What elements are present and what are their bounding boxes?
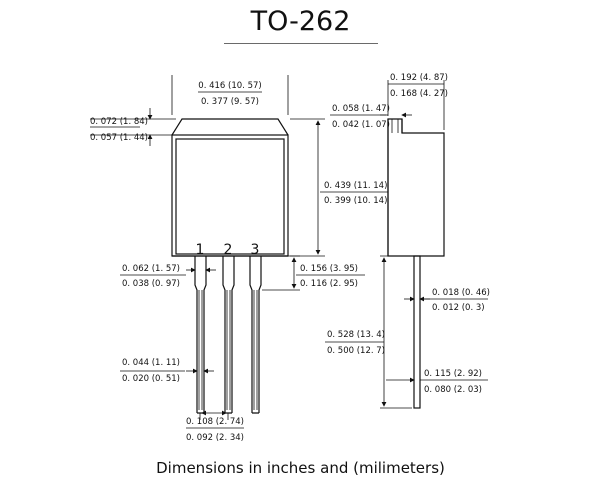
dim-lead-length	[325, 255, 412, 409]
dim-body-height-min: 0. 399 (10. 14)	[324, 196, 387, 206]
dim-lead-bottom-max: 0. 115 (2. 92)	[424, 369, 482, 379]
dim-lead-thickness-max: 0. 018 (0. 46)	[432, 288, 490, 298]
dim-body-width-min: 0. 377 (9. 57)	[201, 97, 259, 107]
pin-label-3: 3	[251, 242, 260, 258]
dim-body-width-max: 0. 416 (10. 57)	[198, 81, 261, 91]
dim-lead-bottom-min: 0. 080 (2. 03)	[424, 385, 482, 395]
dim-pitch-max: 0. 108 (2. 74)	[186, 417, 244, 427]
side-body-outline	[387, 118, 445, 257]
dim-lead-top-width-min: 0. 038 (0. 97)	[122, 279, 180, 289]
front-tab-outline	[171, 118, 289, 136]
front-body-inner	[175, 138, 285, 255]
dim-standoff-min: 0. 116 (2. 95)	[300, 279, 358, 289]
dim-body-height-max: 0. 439 (11. 14)	[324, 181, 387, 191]
pin-label-1: 1	[196, 242, 205, 258]
pin-label-2: 2	[224, 242, 233, 258]
dim-tab-top-min: 0. 057 (1. 44)	[90, 133, 148, 143]
dim-standoff-max: 0. 156 (3. 95)	[300, 264, 358, 274]
dim-lead-thickness-min: 0. 012 (0. 3)	[432, 303, 485, 313]
lead-2	[222, 256, 235, 414]
dim-tab-top	[90, 108, 176, 146]
dim-side-depth	[387, 80, 445, 130]
dim-body-width	[171, 75, 289, 115]
dim-body-height	[290, 118, 388, 257]
dim-side-depth-min: 0. 168 (4. 27)	[390, 89, 448, 99]
dim-tab-top-max: 0. 072 (1. 84)	[90, 117, 148, 127]
front-body-outer	[171, 134, 289, 257]
front-view	[171, 118, 289, 414]
dim-side-tab-max: 0. 058 (1. 47)	[332, 104, 390, 114]
dim-lead-length-min: 0. 500 (12. 7)	[327, 346, 385, 356]
dim-lead-width-min: 0. 020 (0. 51)	[122, 374, 180, 384]
units-caption: Dimensions in inches and (milimeters)	[156, 459, 445, 477]
lead-1	[194, 256, 207, 414]
side-view	[387, 118, 445, 409]
dim-pitch	[186, 410, 244, 429]
lead-3	[249, 256, 262, 414]
dim-side-tab-min: 0. 042 (1. 07)	[332, 120, 390, 130]
side-lead	[413, 255, 421, 409]
dim-lead-width-max: 0. 044 (1. 11)	[122, 358, 180, 368]
dim-lead-length-max: 0. 528 (13. 4)	[327, 330, 385, 340]
package-title: TO-262	[250, 6, 351, 37]
dim-lead-top-width-max: 0. 062 (1. 57)	[122, 264, 180, 274]
dim-lead-top-width	[120, 267, 216, 276]
dim-standoff	[262, 255, 365, 291]
dim-side-depth-max: 0. 192 (4. 87)	[390, 73, 448, 83]
dim-pitch-min: 0. 092 (2. 34)	[186, 433, 244, 443]
